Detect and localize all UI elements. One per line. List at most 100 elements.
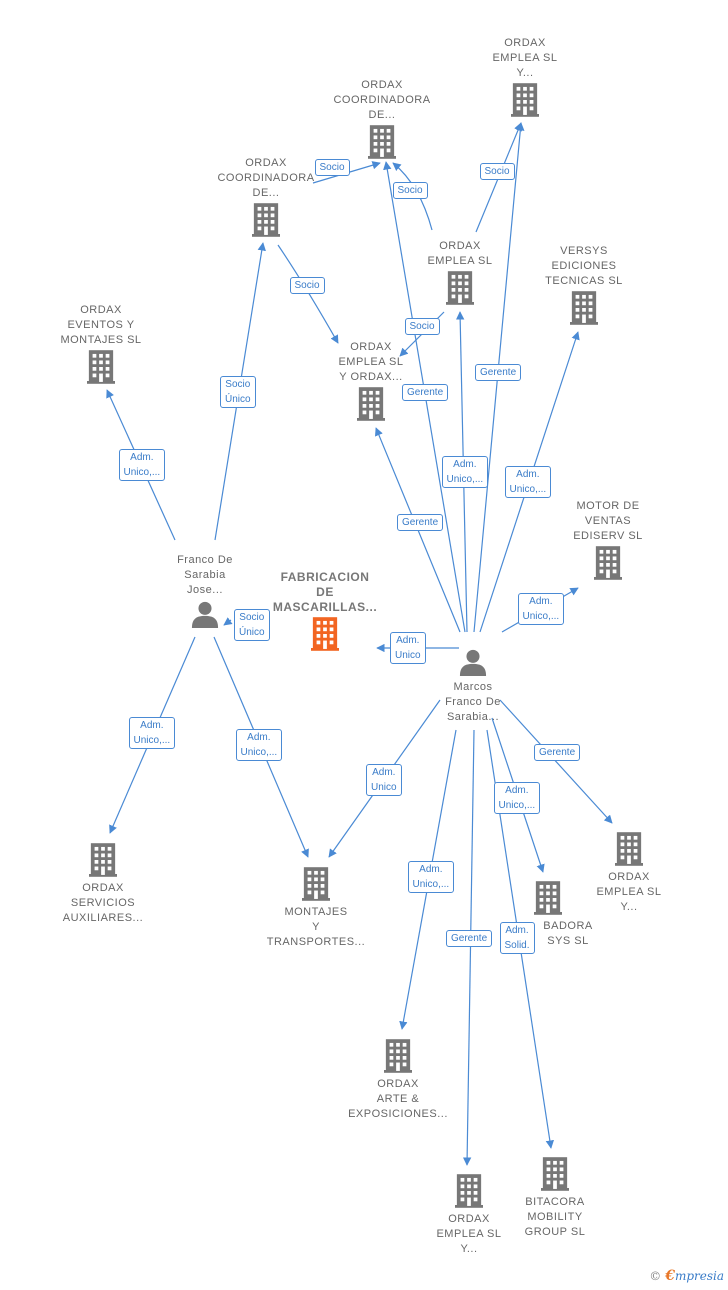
person-icon-marcos[interactable] xyxy=(459,649,487,676)
edge-line-marcos-to-ordax-emplea-bottom xyxy=(462,729,475,1166)
edge-label-line: Gerente xyxy=(402,516,439,528)
edge-label-line: Unico,... xyxy=(412,879,450,890)
building-icon-versys[interactable] xyxy=(570,291,598,325)
edge-label-marcos-to-bitacora[interactable]: Adm.Solid. xyxy=(499,922,535,954)
edge-label-line: Unico,... xyxy=(446,474,484,485)
node-label-line: Y ORDAX... xyxy=(339,371,403,383)
building-icon-ordax-emplea-mid[interactable] xyxy=(446,271,474,305)
building-icon-motor-ventas[interactable] xyxy=(594,546,622,580)
brand-logo-text: mpresia xyxy=(674,1269,724,1283)
edge-label-marcos-to-ordax-emplea-right[interactable]: Gerente xyxy=(534,743,581,761)
edge-label-marcos-to-ordax-arte[interactable]: Adm. Unico,... xyxy=(407,861,455,893)
edge-label-line: Único xyxy=(239,627,265,638)
edge-label-marcos-to-motor-ventas[interactable]: Adm.Unico,... xyxy=(517,593,565,625)
node-label-line: MONTAJES SL xyxy=(60,334,142,346)
node-label-line: ORDAX xyxy=(82,882,124,894)
building-icon-ordax-emplea-top[interactable] xyxy=(511,83,539,117)
building-icon-bitacora[interactable] xyxy=(541,1157,569,1191)
edge-label-line: Solid. xyxy=(504,940,530,951)
node-label-line: EVENTOS Y xyxy=(67,319,135,331)
node-label-ordax-eventos[interactable]: ORDAX EVENTOS Y MONTAJES SL xyxy=(36,303,166,348)
edge-label-marcos-to-fabricacion[interactable]: Adm.Unico xyxy=(390,632,426,664)
edge-label-line: Unico,... xyxy=(133,735,171,746)
node-label-line: VENTAS xyxy=(584,515,632,527)
node-label-line: ORDAX xyxy=(608,871,650,883)
building-icon-fabricacion[interactable] xyxy=(311,617,339,651)
edge-label-marcos-to-ordax-emplea-mid[interactable]: Adm.Unico,... xyxy=(441,456,489,488)
building-icon-ordax-servicios[interactable] xyxy=(89,843,117,877)
node-label-line: EMPLEA SL xyxy=(492,52,558,64)
node-label-line: Marcos xyxy=(453,681,493,693)
node-label-montajes[interactable]: MONTAJES Y TRANSPORTES... xyxy=(251,905,381,950)
edge-label-franco-to-ordax-servicios[interactable]: Adm.Unico,... xyxy=(128,717,176,749)
building-icon-ordax-emplea-y-ordax[interactable] xyxy=(357,387,385,421)
edge-label-ordax-coord-2-to-ordax-emplea-y-ordax[interactable]: Socio xyxy=(289,276,325,294)
edge-label-franco-to-montajes[interactable]: Adm.Unico,... xyxy=(235,729,283,761)
edge-label-marcos-to-montajes[interactable]: Adm.Unico xyxy=(366,764,402,796)
edge-label-marcos-to-versys[interactable]: Adm. Unico,... xyxy=(504,466,552,498)
edge-line-marcos-to-ordax-emplea-right xyxy=(499,699,613,824)
node-label-line: Y... xyxy=(516,67,534,79)
edge-label-ordax-emplea-mid-to-ordax-coord-1[interactable]: Socio xyxy=(392,181,428,199)
node-label-line: EDICIONES xyxy=(551,260,617,272)
node-label-line: TECNICAS SL xyxy=(545,275,623,287)
building-icon-bsadora[interactable] xyxy=(534,881,562,915)
building-icon-ordax-emplea-right[interactable] xyxy=(615,832,643,866)
edge-label-marcos-to-ordax-emplea-bottom[interactable]: Gerente xyxy=(446,929,493,947)
person-icon-franco[interactable] xyxy=(191,601,219,628)
edge-label-line: Socio xyxy=(409,320,435,332)
edge-label-line: Unico xyxy=(371,782,397,793)
node-label-line: EXPOSICIONES... xyxy=(348,1108,448,1120)
node-label-line: ORDAX xyxy=(80,304,122,316)
building-icon-montajes[interactable] xyxy=(302,867,330,901)
edge-label-line: Adm. xyxy=(419,864,443,875)
node-label-line: EMPLEA SL xyxy=(338,356,404,368)
edge-label-line: Socio xyxy=(484,165,510,177)
edge-label-line: Socio xyxy=(294,279,320,291)
node-label-line: Franco De xyxy=(177,554,233,566)
node-label-line: ORDAX xyxy=(377,1078,419,1090)
building-icon-ordax-emplea-bottom[interactable] xyxy=(455,1174,483,1208)
building-icon-ordax-eventos[interactable] xyxy=(87,350,115,384)
edge-label-marcos-to-ordax-emplea-y-ordax[interactable]: Gerente xyxy=(397,513,444,531)
edge-label-franco-to-ordax-eventos[interactable]: Adm.Unico,... xyxy=(118,449,166,481)
edge-label-marcos-to-bsadora[interactable]: Adm.Unico,... xyxy=(493,782,541,814)
node-label-line: Y xyxy=(312,921,320,933)
edge-label-line: Adm. xyxy=(516,469,540,480)
edge-label-ordax-emplea-mid-to-ordax-emplea-y-ordax[interactable]: Socio xyxy=(404,317,440,335)
node-label-line: Y... xyxy=(460,1243,478,1255)
edge-label-ordax-emplea-mid-to-ordax-emplea-top[interactable]: Socio xyxy=(479,162,515,180)
edge-label-line: Unico,... xyxy=(123,467,161,478)
building-icon-ordax-coord-2[interactable] xyxy=(252,203,280,237)
building-icon-ordax-arte[interactable] xyxy=(384,1039,412,1073)
edge-label-ordax-coord-2-to-ordax-coord-1[interactable]: Socio xyxy=(314,158,350,176)
edge-label-line: Unico,... xyxy=(509,484,547,495)
node-label-line: DE... xyxy=(252,187,280,199)
edge-label-line: Adm. xyxy=(505,785,529,796)
building-icon-ordax-coord-1[interactable] xyxy=(368,125,396,159)
edge-label-marcos-to-ordax-emplea-top[interactable]: Gerente xyxy=(475,363,522,381)
node-label-line: EMPLEA SL xyxy=(596,886,662,898)
node-label-line: MONTAJES xyxy=(284,906,348,918)
edge-label-marcos-to-ordax-coord-1[interactable]: Gerente xyxy=(402,383,449,401)
node-label-line: MOBILITY xyxy=(527,1211,583,1223)
node-label-line: TRANSPORTES... xyxy=(266,936,366,948)
